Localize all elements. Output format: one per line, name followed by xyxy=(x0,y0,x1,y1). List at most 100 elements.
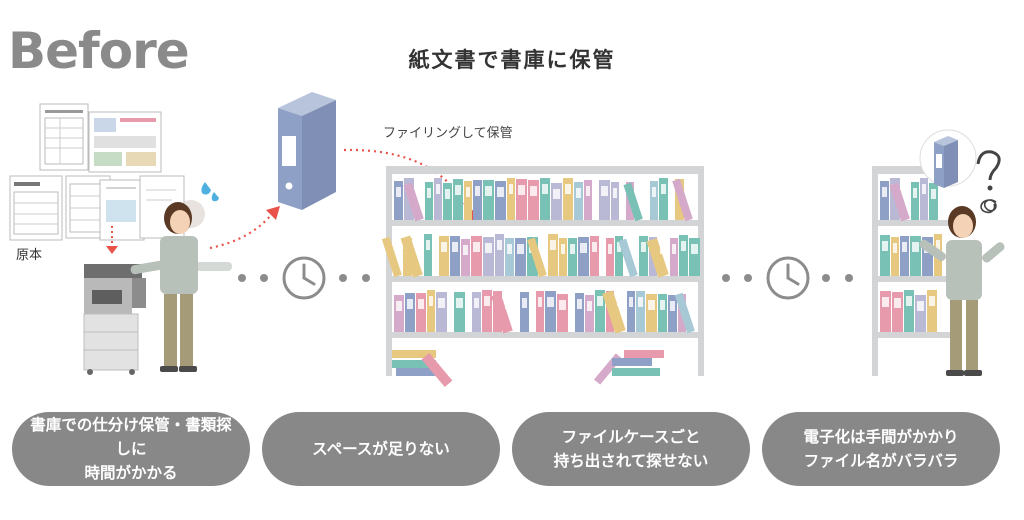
binder-label xyxy=(455,185,461,195)
shelf-binder xyxy=(585,295,594,332)
shelf-binder xyxy=(584,180,592,220)
shelf-binder xyxy=(922,237,933,276)
binder-label xyxy=(396,301,402,311)
shelf-binder xyxy=(403,182,424,222)
clock-icon xyxy=(282,256,326,300)
shelf-binder xyxy=(507,178,515,220)
shelf-binder xyxy=(595,290,605,332)
shelf-binder xyxy=(563,178,573,220)
shelf-binder xyxy=(574,182,583,220)
shelf-binder xyxy=(927,290,937,332)
shelf-binder xyxy=(929,183,938,220)
binder-label xyxy=(586,186,590,196)
shelf-binder xyxy=(578,237,589,276)
binder-label xyxy=(463,245,468,255)
binder-label xyxy=(565,184,571,194)
shelf-binder xyxy=(454,292,465,332)
binder-label xyxy=(417,188,422,198)
binder-label xyxy=(648,300,655,310)
shelf-binder xyxy=(658,294,667,332)
binder-label xyxy=(608,244,612,254)
binder-icon xyxy=(278,92,336,210)
document-sheet xyxy=(9,175,63,241)
filing-arrow xyxy=(209,213,273,250)
binder-label xyxy=(547,297,554,307)
issue-pill-naming: 電子化は手間がかかり ファイル名がバラバラ xyxy=(762,412,1000,486)
binder-label xyxy=(485,186,492,196)
binder-label xyxy=(629,297,633,307)
binder-label xyxy=(638,297,643,307)
shelf-binder xyxy=(548,234,558,276)
shelf-binder xyxy=(434,178,442,220)
shelf-binder xyxy=(599,180,610,220)
binder-label xyxy=(407,299,413,309)
binder-label xyxy=(429,296,433,306)
binder-label xyxy=(661,184,666,194)
binder-label xyxy=(497,240,502,250)
binder-label xyxy=(576,188,581,198)
shelf-binder xyxy=(528,180,539,220)
original-label: 原本 xyxy=(16,248,43,263)
binder-label xyxy=(617,296,624,306)
shelf-binder xyxy=(915,295,926,332)
shelf-binder xyxy=(636,291,645,332)
binder-label xyxy=(637,188,641,198)
binder-label xyxy=(438,298,445,308)
shelf-binder xyxy=(900,236,909,276)
shelf-binder xyxy=(425,182,433,220)
binder-label xyxy=(415,241,421,251)
shelf-binder xyxy=(545,291,556,332)
binder-label xyxy=(518,185,525,195)
binder-label xyxy=(418,299,424,309)
binder-label xyxy=(484,296,490,306)
shelf-binder xyxy=(540,178,550,220)
shelf-binder xyxy=(482,290,492,332)
question-mark-icon xyxy=(976,150,1001,191)
shelf-binder xyxy=(483,180,494,220)
before-heading: Before xyxy=(8,22,190,80)
shelf-binder xyxy=(495,181,506,220)
shelf-binder xyxy=(880,291,891,332)
binder-label xyxy=(670,301,675,311)
shelf-binder xyxy=(623,182,643,222)
binder-label xyxy=(660,300,665,310)
shelf-binder xyxy=(650,181,658,220)
binder-label xyxy=(505,299,511,309)
document-sheet xyxy=(99,179,145,241)
document-sheet xyxy=(39,103,89,171)
shelf-binder xyxy=(674,292,695,334)
binder-label xyxy=(466,187,470,197)
shelf-binder xyxy=(880,181,889,220)
shelf-binder xyxy=(639,236,648,276)
binder-label xyxy=(530,186,537,196)
binder-label xyxy=(893,243,897,253)
shelf-binder xyxy=(910,236,921,276)
binder-label xyxy=(672,244,676,254)
binder-label xyxy=(580,243,587,253)
scan-arrow-head xyxy=(106,246,118,254)
worker-stressed xyxy=(130,200,232,372)
clock-icon xyxy=(766,256,810,300)
binder-label xyxy=(597,296,603,306)
shelf-binder xyxy=(400,235,423,278)
issue-pill-space: スペースが足りない xyxy=(262,412,500,486)
binder-label xyxy=(587,301,592,311)
binder-label xyxy=(922,184,926,194)
shelf-binder xyxy=(557,294,568,332)
shelf-binder xyxy=(880,235,890,276)
shelf-binder xyxy=(439,236,449,276)
shelf-binder xyxy=(551,183,562,220)
binder-label xyxy=(894,298,901,308)
binder-label xyxy=(473,242,480,252)
binder-label xyxy=(396,187,401,197)
binder-label xyxy=(485,243,492,253)
shelf-binder xyxy=(602,290,626,334)
main-title: 紙文書で書庫に保管 xyxy=(408,48,616,72)
archive-shelf xyxy=(381,166,704,388)
binder-label xyxy=(559,300,566,310)
binder-label xyxy=(550,240,556,250)
shelf-binder xyxy=(427,290,435,332)
binder-label xyxy=(553,189,560,199)
binder-label xyxy=(452,242,458,252)
